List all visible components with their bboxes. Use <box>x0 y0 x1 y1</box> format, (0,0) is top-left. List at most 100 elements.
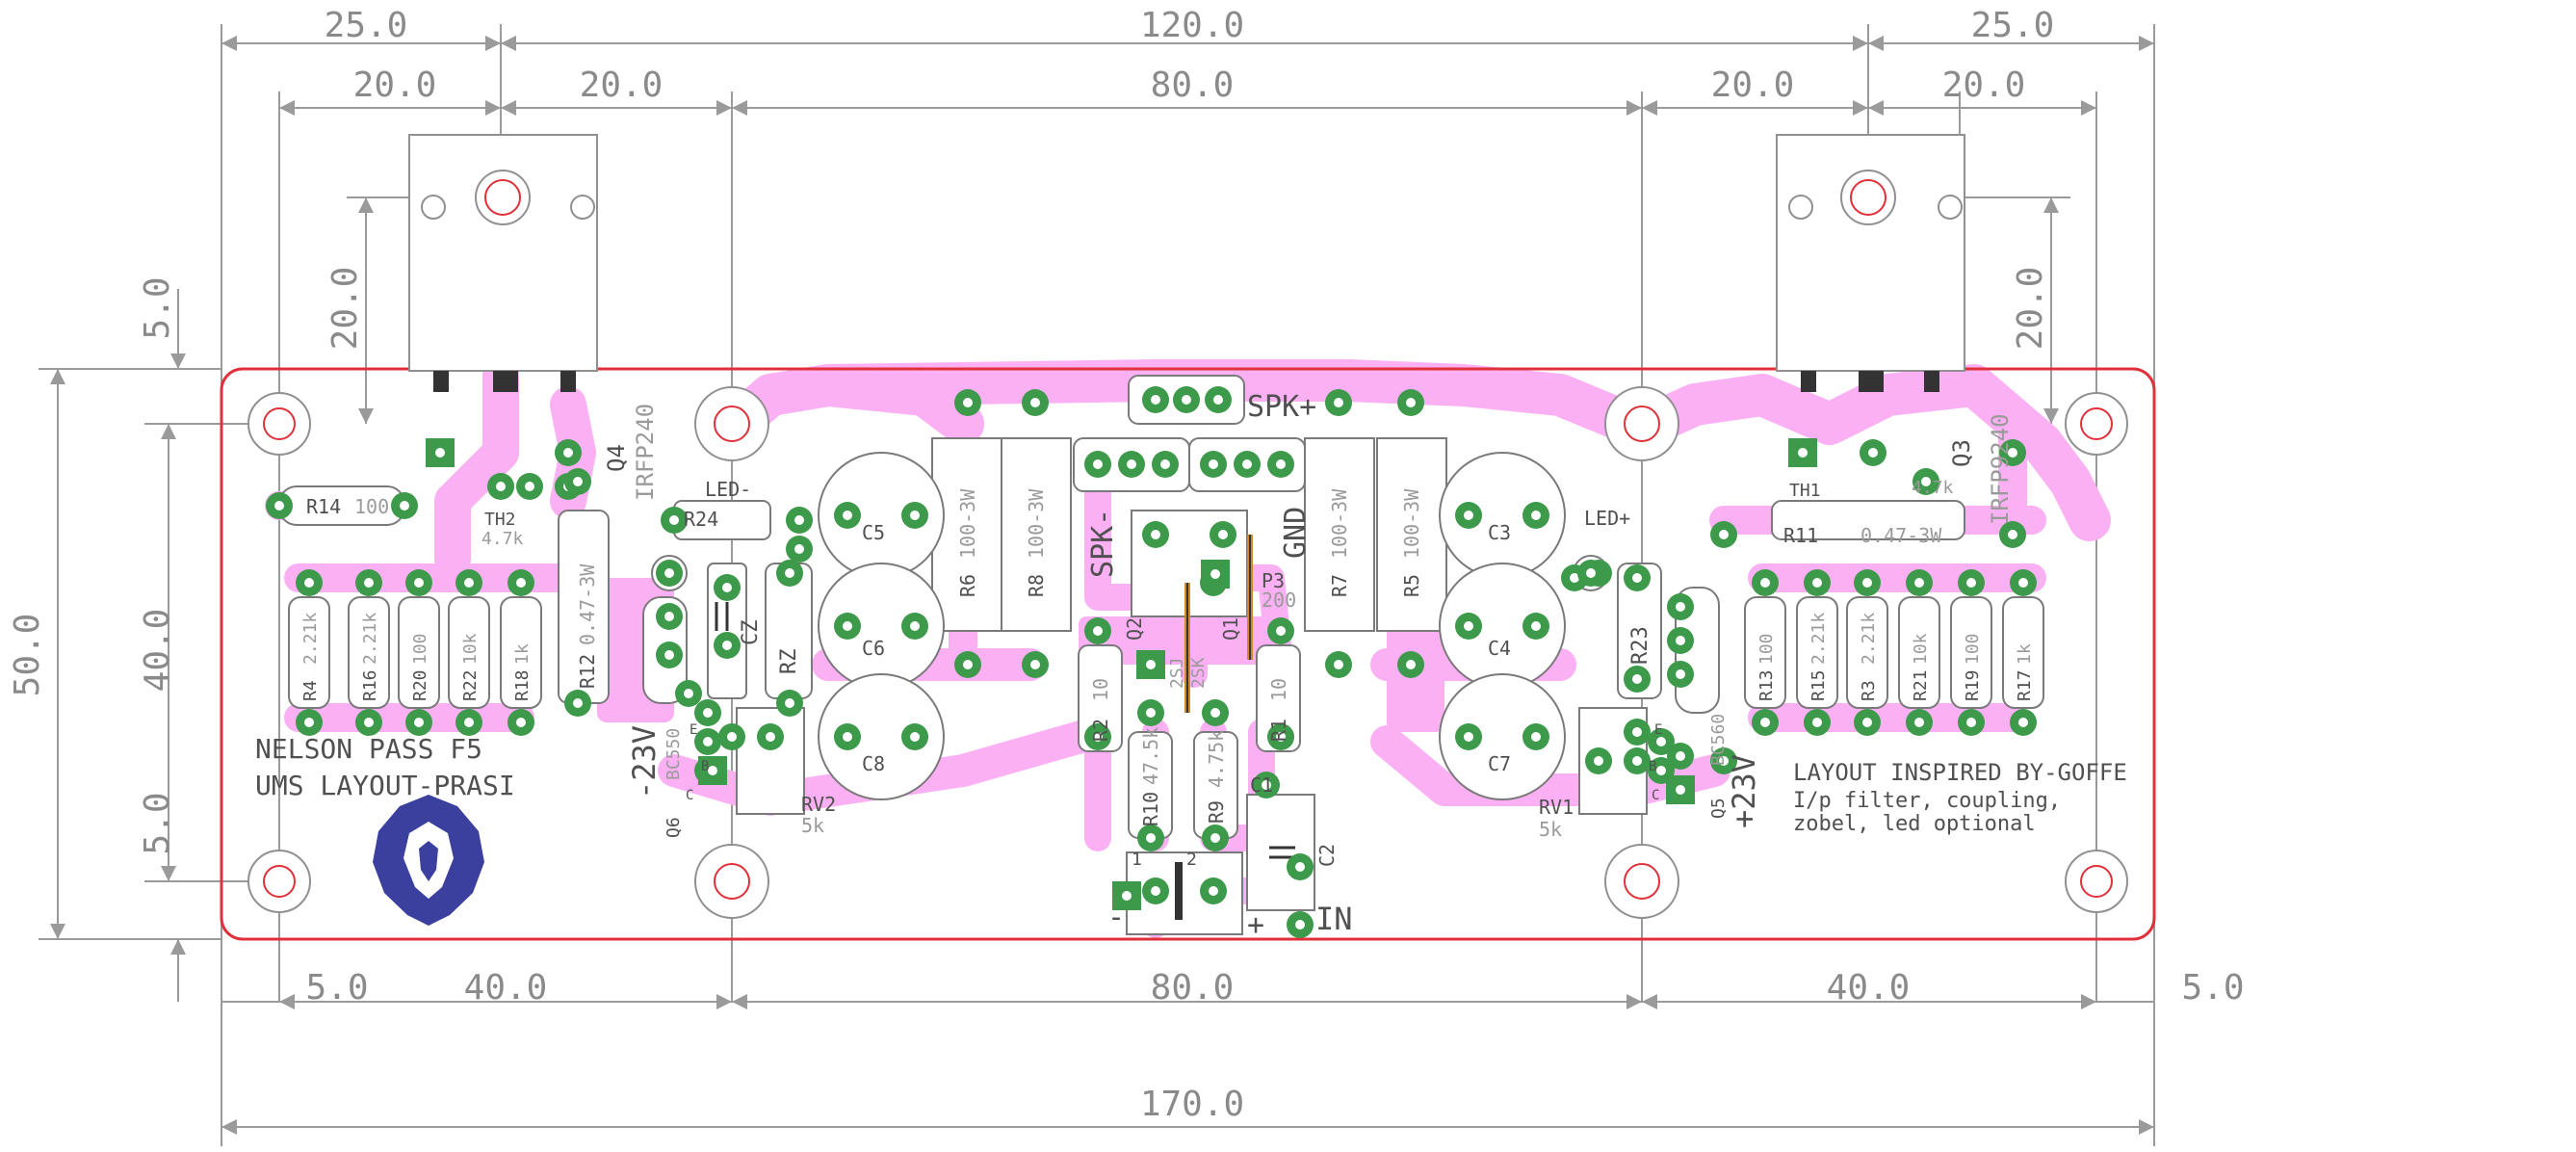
r6-value: 100-3W <box>956 488 979 559</box>
dim-top-right-25: 25.0 <box>1971 6 2055 45</box>
th2-value: 4.7k <box>481 529 524 549</box>
c5-label: C5 <box>862 521 885 544</box>
c4-label: C4 <box>1488 637 1511 660</box>
small-resistor-labels: R42.21kR162.21kR20100R2210kR181kR13100R1… <box>300 613 2035 701</box>
pad-hole <box>843 732 852 742</box>
pad-hole <box>1209 886 1218 896</box>
r14-label: R14 <box>306 495 341 518</box>
neg-supply-label: -23V <box>626 725 663 799</box>
pad-hole <box>910 511 920 520</box>
r11-label: R11 <box>1783 524 1818 547</box>
r3-label: R3 <box>1859 680 1879 701</box>
dim-bottom-5-right: 5.0 <box>2181 968 2244 1008</box>
p3-value: 200 <box>1262 589 1296 612</box>
spk-plus-label: SPK+ <box>1247 390 1316 424</box>
pad-hole <box>785 698 794 708</box>
r21-label: R21 <box>1911 669 1931 701</box>
pad-hole <box>1531 732 1541 742</box>
pads <box>266 386 2037 938</box>
pad-hole <box>1030 398 1040 407</box>
q2-part: 2SJ <box>1167 657 1187 689</box>
dim-top-20-a: 20.0 <box>353 65 437 105</box>
pad-hole <box>1656 766 1666 775</box>
pad-hole <box>1127 459 1136 469</box>
pad-hole <box>1406 398 1416 407</box>
dim-bottom-5-left: 5.0 <box>305 968 368 1008</box>
pad-hole <box>1676 785 1685 795</box>
r24-label: R24 <box>684 508 718 531</box>
r8-value: 100-3W <box>1025 488 1048 559</box>
pad-hole <box>843 511 852 520</box>
pad-hole <box>1632 727 1642 737</box>
pad-hole <box>785 568 794 578</box>
pad-hole <box>1093 459 1103 469</box>
rv2-label: RV2 <box>801 793 836 816</box>
r13-value: 100 <box>1756 633 1777 665</box>
q3-package <box>1776 134 1965 392</box>
r8-label: R8 <box>1025 574 1048 597</box>
pad-hole <box>464 718 474 727</box>
pad-hole <box>1146 708 1156 718</box>
r17-value: 1k <box>2015 643 2035 665</box>
pad-hole <box>1760 578 1770 588</box>
pad-hole <box>1464 511 1473 520</box>
r21-value: 10k <box>1911 633 1931 665</box>
pad-hole <box>1182 395 1191 405</box>
r12-label: R12 <box>576 654 599 689</box>
pad-hole <box>963 660 973 669</box>
dim-top-20-d: 20.0 <box>1942 65 2026 105</box>
pad-hole <box>1276 459 1286 469</box>
q5-pin-e: E <box>1654 722 1662 738</box>
pad-hole <box>1531 511 1541 520</box>
pad-hole <box>1218 530 1228 539</box>
pad-hole <box>703 708 713 718</box>
q1-label: Q1 <box>1219 617 1242 641</box>
dim-top-left-25: 25.0 <box>325 6 408 45</box>
pad-hole <box>1632 573 1642 583</box>
r2-value: 10 <box>1089 678 1112 701</box>
r5-label: R5 <box>1400 574 1423 597</box>
th2-label: TH2 <box>484 510 516 530</box>
r12-value: 0.47-3W <box>576 563 599 645</box>
q6-pin-e: E <box>690 722 697 738</box>
pad-hole <box>669 515 679 525</box>
r18-value: 1k <box>512 643 533 665</box>
pad-hole <box>1586 568 1596 578</box>
pad-hole <box>1719 530 1729 539</box>
pad-hole <box>1719 756 1729 766</box>
r16-value: 2.21k <box>360 613 380 665</box>
r2-label: R2 <box>1089 719 1112 742</box>
pad-hole <box>722 583 732 592</box>
pad-hole <box>1262 780 1271 790</box>
c7-label: C7 <box>1488 752 1511 775</box>
rz-label: RZ <box>777 649 801 675</box>
pad-hole <box>435 448 445 458</box>
pad-hole <box>1676 669 1685 679</box>
gnd-label: GND <box>1279 507 1313 559</box>
pad-hole <box>1242 459 1252 469</box>
pad-hole <box>1531 621 1541 631</box>
input-pin2: 2 <box>1186 850 1197 870</box>
pad-hole <box>364 578 374 588</box>
pad-hole <box>1276 732 1286 742</box>
r16-label: R16 <box>360 669 380 701</box>
pad-hole <box>664 612 674 621</box>
pad-hole <box>1464 732 1473 742</box>
r1-label: R1 <box>1267 719 1290 742</box>
r19-label: R19 <box>1963 669 1983 701</box>
dim-bottom-40-left: 40.0 <box>464 968 548 1008</box>
c1-label: C1 <box>1250 773 1273 797</box>
q3-part: IRFP9240 <box>1987 413 2014 525</box>
q5-pin-c: C <box>1652 788 1659 803</box>
dim-left-20: 20.0 <box>325 267 365 351</box>
cz-label: CZ <box>739 620 763 646</box>
credit-line1: LAYOUT INSPIRED BY-GOFFE <box>1793 759 2127 786</box>
pad-hole <box>304 578 314 588</box>
pad-hole <box>708 766 717 775</box>
q4-label: Q4 <box>603 444 630 472</box>
pad-hole <box>1570 573 1579 583</box>
r5-value: 100-3W <box>1400 488 1423 559</box>
c3-label: C3 <box>1488 521 1511 544</box>
dim-bottom-40-right: 40.0 <box>1827 968 1911 1008</box>
pad-hole <box>573 698 583 708</box>
